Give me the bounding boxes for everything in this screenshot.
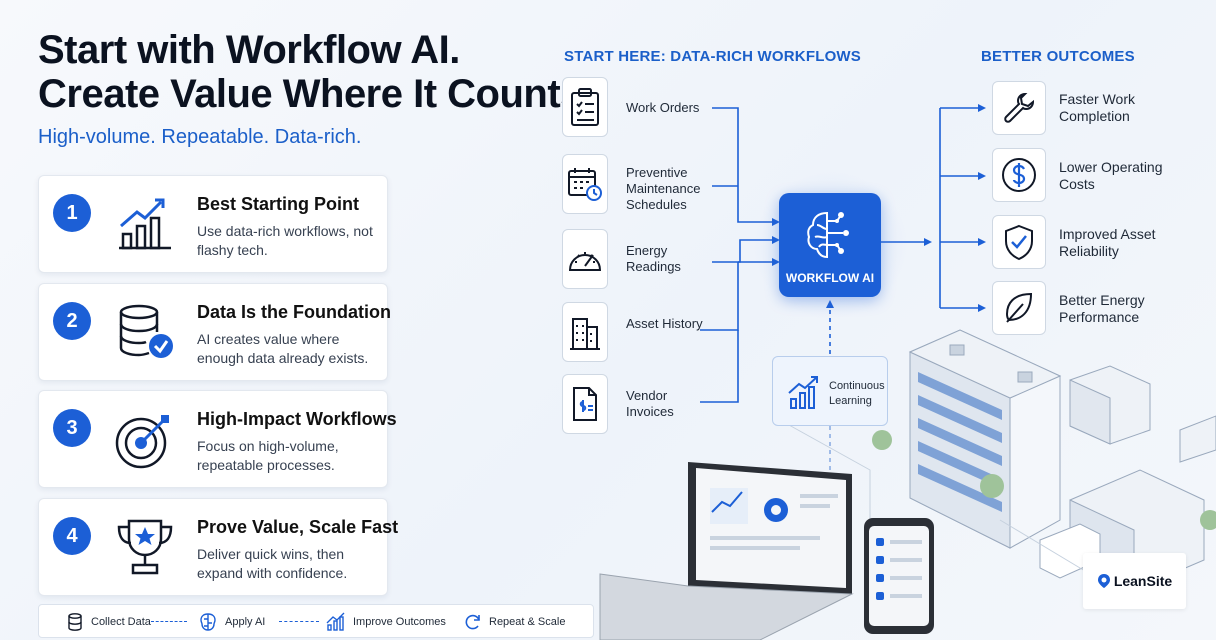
dollar-icon xyxy=(992,148,1046,202)
workflow-ai-box: WORKFLOW AI xyxy=(779,193,881,297)
input-label-vendor-invoices: Vendor Invoices xyxy=(626,388,674,419)
shield-check-icon xyxy=(992,215,1046,269)
process-step-repeat: Repeat & Scale xyxy=(463,611,565,633)
laptop-illustration xyxy=(599,462,854,640)
card-high-impact: 3 High-Impact Workflows Focus on high-vo… xyxy=(38,390,397,488)
input-label-preventive-maintenance: Preventive Maintenance Schedules xyxy=(626,165,701,212)
card-data-foundation: 2 Data Is the Foundation AI creates valu… xyxy=(38,283,392,381)
invoice-icon xyxy=(562,374,608,434)
trend-chart-icon xyxy=(788,376,818,409)
outcome-label-faster: Faster Work Completion xyxy=(1059,91,1135,124)
target-arrow-icon xyxy=(115,415,169,469)
page-subtitle: High-volume. Repeatable. Data-rich. xyxy=(38,126,362,148)
process-label: Collect Data xyxy=(91,616,151,628)
process-arrow xyxy=(279,621,319,623)
card-description: Focus on high-volume, repeatable process… xyxy=(197,438,339,473)
card-title: Data Is the Foundation xyxy=(197,302,392,322)
continuous-learning-label: Continuous Learning xyxy=(829,380,885,407)
outcomes-heading: BETTER OUTCOMES xyxy=(981,48,1135,65)
phone-illustration xyxy=(864,518,934,634)
outcome-label-energy: Better Energy Performance xyxy=(1059,292,1145,325)
process-step-apply-ai: Apply AI xyxy=(197,611,265,633)
database-icon xyxy=(68,613,82,631)
process-label: Apply AI xyxy=(225,616,266,628)
leansite-logo: LeanSite xyxy=(1083,553,1186,609)
workflow-ai-label: WORKFLOW AI xyxy=(785,271,875,285)
repeat-icon xyxy=(465,614,480,630)
continuous-learning-box: Continuous Learning xyxy=(772,356,888,426)
input-label-energy-readings: Energy Readings xyxy=(626,243,681,274)
outcome-label-lower-costs: Lower Operating Costs xyxy=(1059,159,1163,192)
database-check-icon xyxy=(119,304,173,358)
card-title: Prove Value, Scale Fast xyxy=(197,517,399,537)
card-title: High-Impact Workflows xyxy=(197,409,397,429)
step-number-badge: 4 xyxy=(53,517,91,555)
title-line-2: Create Value Where It Counts. xyxy=(38,72,593,116)
ai-brain-icon xyxy=(807,211,849,259)
logo-mark-icon xyxy=(1097,574,1110,588)
building-illustration xyxy=(779,329,1216,591)
process-step-collect: Collect Data xyxy=(65,611,151,633)
leaf-icon xyxy=(992,281,1046,335)
logo-text: LeanSite xyxy=(1113,573,1173,589)
step-number-badge: 2 xyxy=(53,302,91,340)
building-icon xyxy=(562,302,608,362)
card-description: AI creates value where enough data alrea… xyxy=(197,331,369,366)
process-step-improve: Improve Outcomes xyxy=(325,611,446,633)
clipboard-checklist-icon xyxy=(562,77,608,137)
process-strip: Collect Data Apply AI Improve Outcomes R… xyxy=(38,604,594,638)
page-title: Start with Workflow AI. Create Value Whe… xyxy=(38,28,593,116)
trophy-icon xyxy=(117,519,173,575)
inputs-heading: START HERE: DATA-RICH WORKFLOWS xyxy=(564,48,861,65)
card-prove-value: 4 Prove Value, Scale Fast Deliver quick … xyxy=(38,498,398,596)
input-label-asset-history: Asset History xyxy=(626,316,703,331)
card-title: Best Starting Point xyxy=(197,194,360,214)
card-description: Deliver quick wins, then expand with con… xyxy=(197,546,348,581)
calendar-clock-icon xyxy=(562,154,608,214)
card-best-starting-point: 1 Best Starting Point Use data-rich work… xyxy=(38,175,388,273)
outcome-label-reliability: Improved Asset Reliability xyxy=(1059,226,1156,259)
process-arrow xyxy=(151,621,187,623)
card-description: Use data-rich workflows, not flashy tech… xyxy=(197,223,373,258)
brain-icon xyxy=(200,613,216,631)
wrench-icon xyxy=(992,81,1046,135)
input-label-work-orders: Work Orders xyxy=(626,100,700,115)
process-label: Improve Outcomes xyxy=(353,616,446,628)
title-line-1: Start with Workflow AI. xyxy=(38,28,460,72)
bar-chart-growth-icon xyxy=(119,198,171,250)
process-label: Repeat & Scale xyxy=(489,616,566,628)
step-number-badge: 3 xyxy=(53,409,91,447)
chart-icon xyxy=(326,612,345,631)
step-number-badge: 1 xyxy=(53,194,91,232)
gauge-icon xyxy=(562,229,608,289)
